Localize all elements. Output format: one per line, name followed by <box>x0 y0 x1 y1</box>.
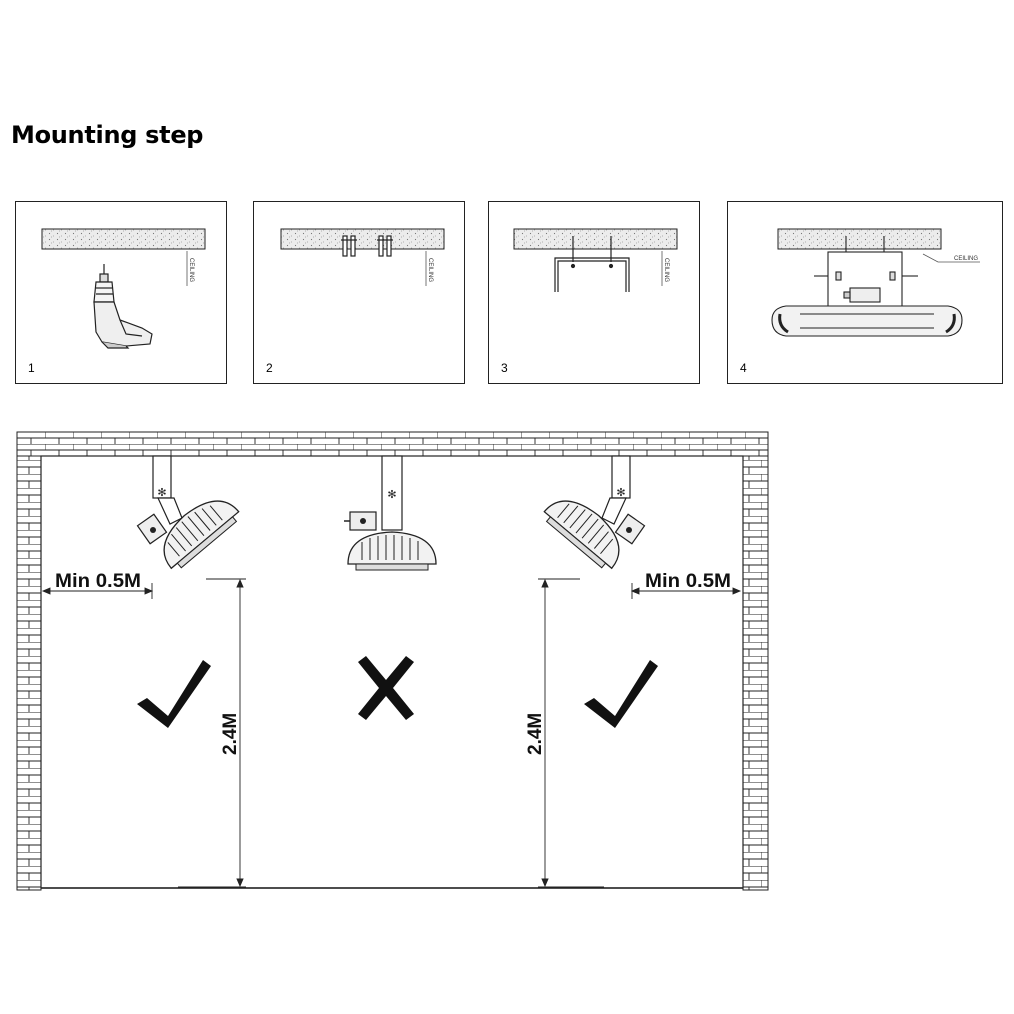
clearance-label-right: Min 0.5M <box>645 571 731 592</box>
lamp-right-tilted: ✻ <box>539 455 646 574</box>
ceiling-label: CEILING <box>427 258 433 282</box>
clearance-dimension-right <box>630 583 742 599</box>
height-dimension-left <box>178 578 246 888</box>
ceiling-slab <box>513 228 678 250</box>
height-label-left: 2.4M <box>220 713 241 755</box>
page-title: Mounting step <box>11 121 204 149</box>
mounting-bracket-icon <box>554 236 630 292</box>
brick-wall-right <box>742 455 769 891</box>
svg-text:✻: ✻ <box>387 489 396 501</box>
clearance-dimension-left <box>41 583 154 599</box>
mounted-lamp-icon <box>771 236 963 337</box>
wall-anchor-icon <box>341 235 393 257</box>
step-4-panel: CEILING 4 <box>727 201 1003 384</box>
step-3-panel: CEILING 3 <box>488 201 700 384</box>
svg-text:✻: ✻ <box>616 487 625 499</box>
svg-text:✻: ✻ <box>157 487 166 499</box>
step-1-panel: CEILING 1 <box>15 201 227 384</box>
ceiling-label: CEILING <box>188 258 194 282</box>
ceiling-label: CEILING <box>954 256 978 262</box>
drill-icon <box>93 264 153 349</box>
cross-icon <box>358 656 414 720</box>
brick-wall-top <box>16 431 769 457</box>
lamp-center-straight: ✻ <box>344 455 437 571</box>
ceiling-slab <box>41 228 206 250</box>
step-number: 3 <box>501 361 508 375</box>
ceiling-slab <box>280 228 445 250</box>
height-label-right: 2.4M <box>525 713 546 755</box>
ceiling-label: CEILING <box>663 258 669 282</box>
ceiling-slab <box>777 228 942 250</box>
check-icon <box>137 660 211 728</box>
brick-wall-left <box>16 455 42 891</box>
clearance-label-left: Min 0.5M <box>55 571 141 592</box>
step-2-panel: CEILING 2 <box>253 201 465 384</box>
check-icon <box>584 660 658 728</box>
lamp-left-tilted: ✻ <box>136 455 244 574</box>
height-dimension-right <box>538 578 604 888</box>
step-number: 4 <box>740 361 747 375</box>
step-number: 2 <box>266 361 273 375</box>
step-number: 1 <box>28 361 35 375</box>
